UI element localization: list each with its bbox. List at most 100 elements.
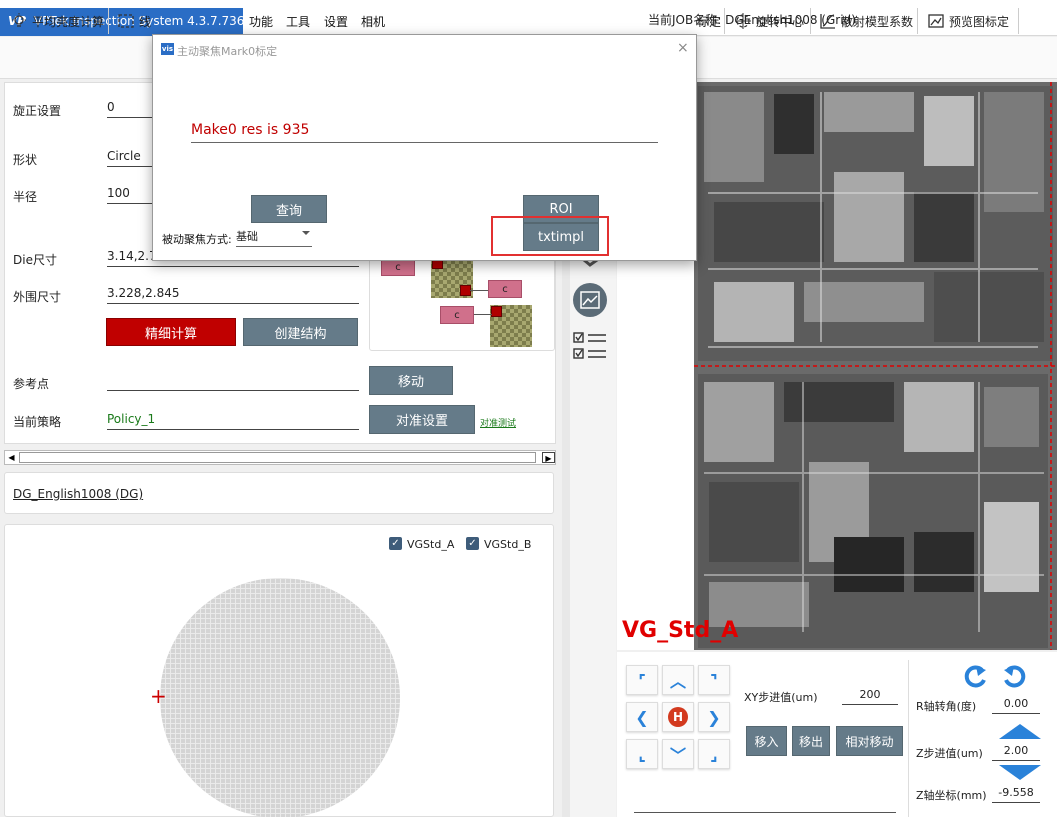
image-view-label: VG_Std_A — [622, 618, 739, 643]
menu-settings[interactable]: 设置 — [324, 15, 349, 29]
line-tool-button[interactable]: 线 — [117, 10, 151, 32]
jog-up-left[interactable]: ⌜ — [626, 665, 658, 695]
radius-label: 半径 — [13, 190, 38, 204]
status-field-underline — [634, 812, 896, 813]
anchor-marker — [491, 306, 502, 317]
image-gallery-icon[interactable] — [573, 283, 607, 317]
toolbar-divider — [724, 8, 725, 34]
toolbar-divider — [108, 8, 109, 34]
passive-focus-select[interactable]: 基础 — [236, 225, 312, 247]
preview-calib-label: 预览图标定 — [949, 14, 1010, 29]
z-down-icon[interactable] — [999, 765, 1041, 780]
create-structure-button[interactable]: 创建结构 — [243, 318, 358, 346]
z-step-label: Z步进值(um) — [916, 747, 983, 760]
roi-button[interactable]: ROI — [523, 195, 599, 223]
z-step-input[interactable]: 2.00 — [992, 741, 1040, 761]
z-coord-label: Z轴坐标(mm) — [916, 789, 987, 802]
jog-down[interactable]: ﹀ — [662, 739, 694, 769]
refine-calc-button[interactable]: 精细计算 — [106, 318, 236, 346]
frame-icon — [118, 14, 134, 28]
focus-calibration-dialog: vis 主动聚焦Mark0标定 × Make0 res is 935 查询 RO… — [152, 34, 697, 261]
z-coord-value: -9.558 — [992, 783, 1040, 803]
radius-input[interactable]: 100 — [107, 182, 153, 204]
scroll-right-icon[interactable]: ▶ — [542, 452, 555, 463]
die-size-input[interactable]: 3.14,2.79 — [107, 245, 359, 267]
chevron-left-icon: ❮ — [635, 707, 649, 727]
preview-calib-button[interactable]: 预览图标定 — [927, 10, 1009, 32]
toolbar-divider — [917, 8, 918, 34]
toolbar-divider — [1018, 8, 1019, 34]
avg-brightness-button[interactable]: 平均亮度计算 — [10, 10, 104, 32]
move-out-button[interactable]: 移出 — [792, 726, 830, 756]
jog-down-right[interactable]: ⌟ — [698, 739, 730, 769]
menu-function[interactable]: 功能 — [249, 15, 274, 29]
shape-select[interactable]: Circle — [107, 145, 153, 167]
picture-icon — [580, 291, 600, 309]
jog-right[interactable]: ❯ — [698, 702, 730, 732]
rotation-center-button[interactable]: 旋转中心 — [734, 10, 804, 32]
avg-brightness-label: 平均亮度计算 — [32, 14, 105, 29]
align-settings-button[interactable]: 对准设置 — [369, 405, 475, 434]
wafer-map[interactable] — [160, 578, 400, 817]
close-icon[interactable]: × — [677, 40, 689, 56]
policy-label: 当前策略 — [13, 415, 62, 429]
z-up-icon[interactable] — [999, 724, 1041, 739]
curve-chart-icon — [820, 14, 835, 29]
crosshair-icon — [735, 13, 751, 29]
rotation-label: 旋正设置 — [13, 104, 62, 118]
jog-up[interactable]: ︿ — [662, 665, 694, 695]
passive-focus-label: 被动聚焦方式: — [162, 233, 232, 246]
die-image[interactable] — [694, 82, 1057, 650]
corner-down-left-icon: ⌞ — [638, 744, 646, 764]
rotation-center-label: 旋转中心 — [756, 14, 805, 29]
calibration-label: 标定 — [697, 14, 722, 29]
jog-up-right[interactable]: ⌝ — [698, 665, 730, 695]
app-title-text: VPTek Inspection System 4.3.7.7366 — [33, 14, 253, 28]
current-job-name: 当前JOB名称: DGEnglish1008 (Grid) — [648, 13, 856, 27]
horizontal-scrollbar[interactable]: ◀ ▶ — [4, 450, 556, 465]
scatter-model-button[interactable]: 散射模型系数 — [819, 10, 913, 32]
die-image-render — [694, 82, 1057, 650]
r-angle-label: R轴转角(度) — [916, 700, 977, 713]
checkbox-checked-icon[interactable]: ✓ — [389, 537, 402, 550]
relative-move-button[interactable]: 相对移动 — [836, 726, 903, 756]
checkbox-checked-icon[interactable]: ✓ — [466, 537, 479, 550]
passive-focus-value: 基础 — [236, 230, 258, 243]
calibration-button[interactable]: 标定 — [697, 10, 721, 32]
txtimpl-button[interactable]: txtimpl — [523, 223, 599, 251]
xy-step-input[interactable]: 200 — [842, 685, 898, 705]
recipe-name[interactable]: DG_English1008 (DG) — [13, 487, 144, 501]
panel-splitter[interactable] — [562, 82, 570, 817]
legend-label-b: VGStd_B — [484, 538, 532, 551]
jog-left[interactable]: ❮ — [626, 702, 658, 732]
jog-down-left[interactable]: ⌞ — [626, 739, 658, 769]
scroll-left-icon[interactable]: ◀ — [8, 453, 15, 462]
dialog-title: 主动聚焦Mark0标定 — [177, 45, 278, 58]
menu-tools[interactable]: 工具 — [286, 15, 311, 29]
align-test-link[interactable]: 对准测试 — [480, 419, 517, 429]
move-in-button[interactable]: 移入 — [746, 726, 787, 756]
lightbulb-icon — [12, 13, 26, 27]
reference-input[interactable] — [107, 369, 359, 391]
shape-label: 形状 — [13, 153, 38, 167]
corner-up-right-icon: ⌝ — [710, 670, 718, 690]
outer-size-input[interactable]: 3.228,2.845 — [107, 282, 359, 304]
result-text: Make0 res is 935 — [191, 119, 658, 143]
policy-input[interactable]: Policy_1 — [107, 408, 359, 430]
scroll-thumb[interactable] — [19, 452, 536, 463]
legend-label-a: VGStd_A — [407, 538, 455, 551]
structure-box: c — [440, 306, 474, 324]
rotation-input[interactable]: 0 — [107, 96, 153, 118]
menu-camera[interactable]: 相机 — [361, 15, 386, 29]
wafer-cursor-marker: + — [150, 684, 167, 708]
dropdown-arrow-icon — [302, 231, 310, 235]
query-button[interactable]: 查询 — [251, 195, 327, 223]
checklist-icon[interactable] — [573, 331, 607, 363]
r-angle-input[interactable]: 0.00 — [992, 694, 1040, 714]
jog-home[interactable]: H — [662, 702, 694, 732]
rotate-ccw-icon[interactable] — [962, 664, 990, 690]
move-button[interactable]: 移动 — [369, 366, 453, 395]
chevron-down-icon: ﹀ — [669, 746, 686, 765]
panel-divider — [908, 660, 909, 817]
rotate-cw-icon[interactable] — [1000, 664, 1028, 690]
